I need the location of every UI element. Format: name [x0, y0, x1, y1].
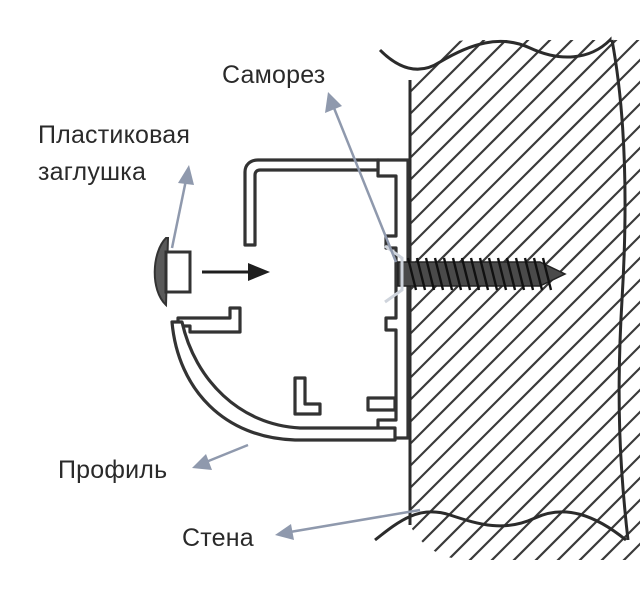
screw-thread-line: [442, 257, 454, 291]
label-screw: Саморез: [222, 61, 325, 89]
plastic-cap: [153, 237, 192, 308]
wall: [0, 10, 640, 570]
hatch-line: [459, 40, 640, 560]
label-wall: Стена: [182, 524, 254, 552]
cap-leader-head: [178, 165, 194, 185]
screw-thread-line: [523, 257, 535, 291]
screw-thread-line: [469, 257, 481, 291]
profile-fin-right: [366, 396, 397, 412]
label-plastic-cap-line1: Пластиковая: [38, 121, 190, 149]
profile-shape: [170, 158, 410, 442]
insert-arrow-head: [248, 263, 270, 281]
hatch-line: [410, 40, 427, 560]
hatch-line: [410, 40, 581, 560]
profile-leader-line: [205, 443, 249, 464]
screw-thread-line: [541, 257, 553, 291]
wall-leader-head: [275, 524, 294, 540]
hatch-line: [410, 40, 640, 560]
screw-thread-line: [460, 257, 472, 291]
hatch-line: [410, 40, 640, 560]
screw-leader-line: [332, 107, 398, 263]
hatch-line: [415, 40, 640, 560]
label-plastic-cap-line2: заглушка: [38, 158, 146, 186]
profile-inner-hook: [176, 306, 242, 334]
screw-thread-line: [514, 257, 526, 291]
screw-thread-line: [532, 257, 544, 291]
screw-leader-head: [325, 92, 342, 113]
label-profile: Профиль: [58, 456, 167, 484]
hatch-line: [410, 40, 537, 560]
wall-bottom-break: [374, 510, 627, 542]
hatch-line: [525, 40, 640, 560]
hatch-line: [410, 40, 640, 560]
screw: [384, 244, 567, 304]
profile-fin-left: [293, 376, 322, 416]
hatch-line: [503, 40, 640, 560]
hatch-line: [410, 40, 603, 560]
screw-thread-line: [451, 257, 463, 291]
screw-thread-line: [496, 257, 508, 291]
hatch-line: [410, 40, 640, 560]
hatch-line: [410, 40, 640, 560]
hatch-line: [410, 40, 640, 560]
hatch-line: [410, 40, 640, 560]
screw-thread-line: [406, 257, 418, 291]
screw-thread-line: [415, 257, 427, 291]
hatch-line: [410, 40, 625, 560]
hatch-line: [410, 40, 640, 560]
hatch-line: [410, 40, 640, 560]
insert-arrow: [202, 263, 270, 281]
hatch-line: [410, 40, 640, 560]
hatch-line: [410, 40, 640, 560]
hatch-line: [0, 10, 404, 570]
wall-top-break: [378, 36, 612, 71]
hatch-line: [481, 40, 640, 560]
leader-arrows: [170, 92, 421, 540]
hatch-line: [410, 40, 449, 560]
hatch-line: [410, 40, 640, 560]
hatch-line: [410, 40, 559, 560]
screw-thread-line: [478, 257, 490, 291]
plastic-cap-plug: [164, 250, 192, 294]
screw-thread-line: [424, 257, 436, 291]
screw-threads: [406, 257, 553, 291]
screw-thread-line: [487, 257, 499, 291]
wall-hatching: [0, 10, 640, 570]
wall-right-edge: [610, 39, 630, 541]
screw-thread-line: [433, 257, 445, 291]
profile-rounded-shell: [170, 320, 397, 442]
screw-thread-line: [505, 257, 517, 291]
hatch-line: [410, 40, 515, 560]
wall-leader-line: [289, 508, 421, 534]
hatch-line: [437, 40, 640, 560]
profile-back-plate: [376, 158, 410, 440]
profile-top-arm: [243, 158, 380, 247]
cap-leader-line: [170, 179, 188, 249]
hatch-line: [410, 40, 640, 560]
profile-leader-head: [192, 454, 212, 470]
hatch-line: [410, 40, 640, 560]
screw-head-outline: [384, 244, 404, 304]
